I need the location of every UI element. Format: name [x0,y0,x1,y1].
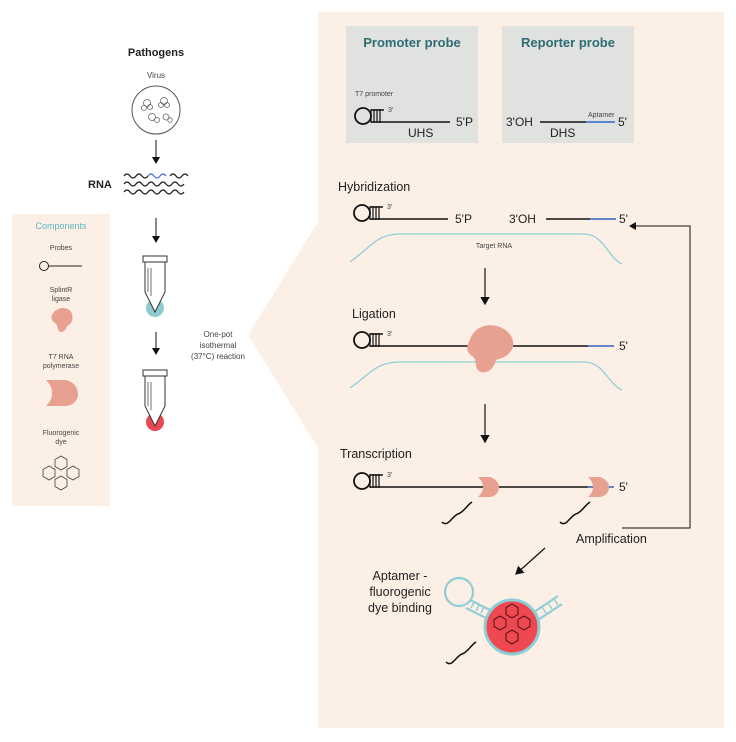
tx-three-prime: 3' [387,472,392,479]
dye-binding-pocket [483,598,541,656]
component-probes-label: Probes [50,245,73,252]
polymerase-icon [46,380,78,406]
component-polymerase-label-2: polymerase [43,363,79,370]
lig-five-prime: 5' [619,339,628,353]
reporter-probe-box [502,26,634,143]
amplification-label: Amplification [576,532,647,546]
component-dye-label-1: Fluorogenic [43,430,80,437]
aptamer-label: Aptamer [588,112,615,119]
reporter-three-oh: 3'OH [506,115,533,129]
tx-five-prime: 5' [619,480,628,494]
hyb-five-p: 5'P [455,212,472,226]
binding-label-2: fluorogenic [369,585,430,599]
promoter-probe-title: Promoter probe [363,35,461,50]
reporter-probe-title: Reporter probe [521,35,615,50]
hyb-target-rna [349,233,623,265]
tx-rna-transcript-1 [441,501,473,525]
hyb-three-oh: 3'OH [509,212,536,226]
ligase-icon [51,308,73,333]
binding-label-3: dye binding [368,601,432,615]
tx-polymerase-1 [478,477,499,497]
hyb-three-prime: 3' [387,204,392,211]
virus-label: Virus [147,71,165,80]
transcription-title: Transcription [340,447,412,461]
arrow-to-binding [515,547,546,575]
lig-three-prime: 3' [387,331,392,338]
dhs-label: DHS [550,126,575,140]
fluorogenic-dye-icon [42,455,80,491]
tube-icon-after [142,369,168,431]
uhs-label: UHS [408,126,433,140]
component-polymerase-label-1: T7 RNA [49,354,74,361]
t7-promoter-label: T7 promoter [355,91,394,98]
lig-ligase-enzyme [467,325,514,373]
hyb-five-prime: 5' [619,212,628,226]
hybridization-title: Hybridization [338,180,410,194]
pathogens-label: Pathogens [128,47,184,59]
virus-sample-icon [131,85,181,135]
hybridization-promoter-probe [353,204,448,222]
components-title: Components [35,221,87,231]
tube-icon-before [142,255,168,317]
component-ligase-label-2: ligase [52,296,70,303]
target-rna-label: Target RNA [476,243,513,250]
components-box [12,214,110,506]
reporter-five-prime: 5' [618,115,627,129]
rna-label: RNA [88,179,112,191]
reaction-label-line3: (37°C) reaction [191,352,245,361]
promoter-three-prime: 3' [388,107,393,114]
tx-rna-transcript-2 [559,501,591,525]
reaction-label-line1: One-pot [204,330,234,339]
reaction-label-line2: isothermal [200,341,237,350]
component-ligase-label-1: SplintR [50,287,73,294]
free-rna-transcript [445,641,477,665]
promoter-five-p: 5'P [456,115,473,129]
promoter-probe-box [346,26,478,143]
amplification-feedback-arrow [622,222,691,529]
component-dye-label-2: dye [55,439,66,446]
promoter-probe-hairpin [354,107,450,125]
tx-polymerase-2 [588,477,609,497]
ligation-title: Ligation [352,307,396,321]
binding-label-1: Aptamer - [373,569,428,583]
probe-icon [39,261,82,271]
bound-dye-molecule-icon [493,603,531,645]
rna-strands-icon [123,173,189,195]
